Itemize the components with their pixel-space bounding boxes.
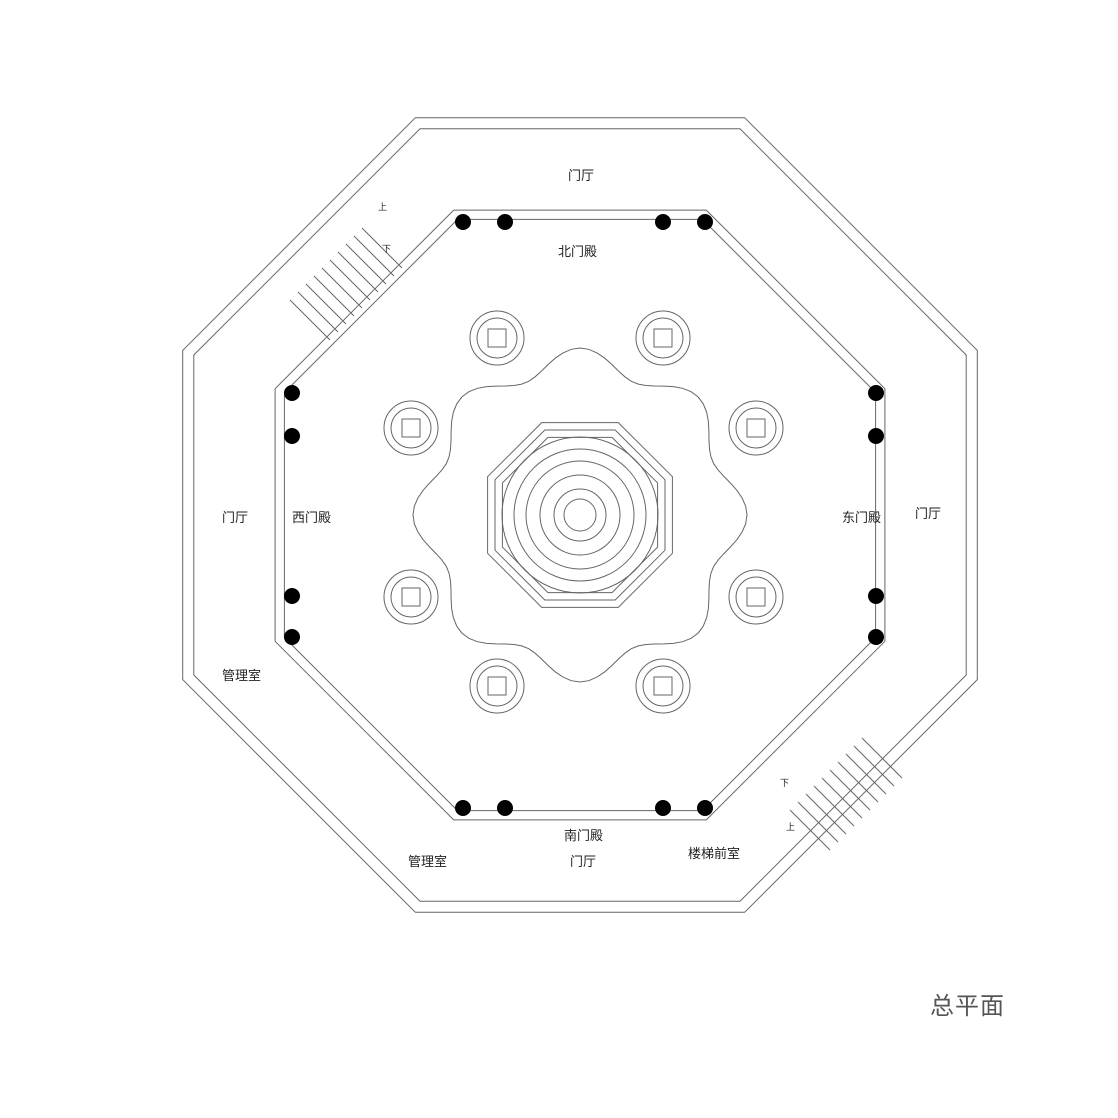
- column-base-2: [383, 400, 439, 456]
- black-column-5: [284, 428, 300, 444]
- stair-tread-nw-1: [297, 291, 339, 333]
- column-base-1: [635, 310, 691, 366]
- column-square-1: [653, 328, 673, 348]
- inner-wall: [274, 209, 886, 821]
- column-base-ring-2: [390, 407, 432, 449]
- black-column-12: [455, 800, 471, 816]
- column-square-2: [401, 418, 421, 438]
- central-ring-3: [539, 474, 621, 556]
- column-base-ring-3: [735, 407, 777, 449]
- stair-tread-nw-3: [313, 275, 355, 317]
- central-octagon-1: [494, 429, 666, 601]
- column-base-4: [383, 569, 439, 625]
- label-up-nw: 上: [378, 202, 387, 213]
- stair-tread-nw-5: [329, 259, 371, 301]
- label-stair-lobby: 楼梯前室: [688, 846, 740, 862]
- column-square-5: [746, 587, 766, 607]
- stair-tread-se-6: [837, 761, 879, 803]
- stair-tread-nw-0: [289, 299, 331, 341]
- stair-tread-se-5: [829, 769, 871, 811]
- stair-tread-nw-8: [353, 235, 395, 277]
- label-up-se: 上: [786, 822, 795, 833]
- inner-wall-inner: [283, 218, 877, 812]
- stair-tread-se-1: [797, 801, 839, 843]
- central-ring-2: [525, 460, 635, 570]
- label-mgmt-south: 管理室: [408, 854, 447, 870]
- central-ring-0: [501, 436, 659, 594]
- black-column-4: [284, 385, 300, 401]
- label-west-foyer: 门厅: [222, 511, 248, 526]
- black-column-3: [697, 214, 713, 230]
- stair-tread-se-3: [813, 785, 855, 827]
- stair-tread-nw-6: [337, 251, 379, 293]
- column-square-4: [401, 587, 421, 607]
- drawing-title: 总平面: [930, 992, 1005, 1020]
- label-west-hall: 西门殿: [292, 511, 331, 526]
- column-base-3: [728, 400, 784, 456]
- black-column-7: [868, 428, 884, 444]
- central-ring-4: [553, 488, 607, 542]
- label-south-hall: 南门殿: [564, 828, 603, 844]
- column-base-6: [469, 658, 525, 714]
- column-base-ring-7: [642, 665, 684, 707]
- column-base-ring-1: [642, 317, 684, 359]
- central-ring-5: [563, 498, 597, 532]
- black-column-10: [868, 588, 884, 604]
- label-east-foyer: 门厅: [915, 507, 941, 522]
- black-column-14: [655, 800, 671, 816]
- label-down-nw: 下: [382, 245, 391, 255]
- lotus-platform: [412, 347, 748, 683]
- stair-tread-se-7: [845, 753, 887, 795]
- column-base-ring-6: [476, 665, 518, 707]
- column-square-6: [487, 676, 507, 696]
- stair-tread-nw-9: [361, 227, 403, 269]
- black-column-8: [284, 588, 300, 604]
- label-north-foyer: 门厅: [568, 169, 594, 184]
- black-column-13: [497, 800, 513, 816]
- black-column-9: [284, 629, 300, 645]
- column-base-ring-4: [390, 576, 432, 618]
- column-base-ring-5: [735, 576, 777, 618]
- central-octagon-0: [487, 422, 673, 608]
- stair-tread-se-9: [861, 737, 903, 779]
- black-column-2: [655, 214, 671, 230]
- outer-wall: [182, 117, 978, 913]
- label-south-foyer: 门厅: [570, 855, 596, 870]
- column-base-0: [469, 310, 525, 366]
- label-down-se: 下: [780, 779, 789, 789]
- column-square-7: [653, 676, 673, 696]
- stair-tread-se-0: [789, 809, 831, 851]
- central-ring-1: [513, 448, 647, 582]
- stair-tread-nw-4: [321, 267, 363, 309]
- label-north-hall: 北门殿: [558, 245, 597, 260]
- column-base-7: [635, 658, 691, 714]
- column-base-ring-0: [476, 317, 518, 359]
- black-column-6: [868, 385, 884, 401]
- label-mgmt-west: 管理室: [222, 668, 261, 684]
- column-base-5: [728, 569, 784, 625]
- black-column-11: [868, 629, 884, 645]
- black-column-0: [455, 214, 471, 230]
- black-column-1: [497, 214, 513, 230]
- label-east-hall: 东门殿: [842, 511, 881, 526]
- black-column-15: [697, 800, 713, 816]
- stair-tread-se-8: [853, 745, 895, 787]
- stair-tread-se-2: [805, 793, 847, 835]
- stair-tread-nw-7: [345, 243, 387, 285]
- stair-tread-se-4: [821, 777, 863, 819]
- stair-tread-nw-2: [305, 283, 347, 325]
- outer-wall-inner: [193, 128, 967, 902]
- column-square-3: [746, 418, 766, 438]
- column-square-0: [487, 328, 507, 348]
